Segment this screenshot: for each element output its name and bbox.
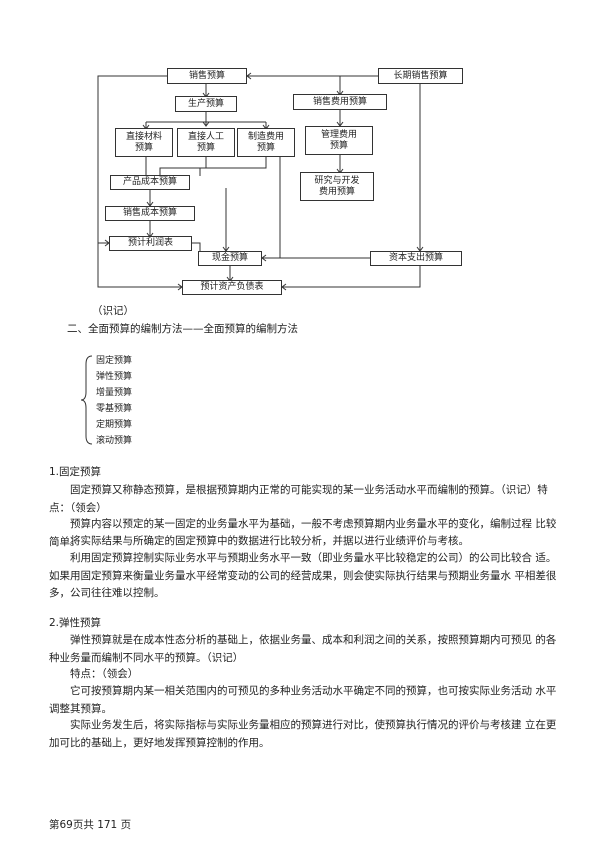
method-incremental-budget: 增量预算 [96, 388, 133, 398]
flexible-budget-paragraph-2: 特点：（领会） [70, 668, 139, 680]
fixed-budget-paragraph-3: 将实际结果与所确定的固定预算中的数据进行比较分析，并据以进行业绩评价与考核。 [70, 535, 469, 547]
box-capital-expenditure-budget: 资本支出预算 [370, 251, 462, 266]
box-direct-material-budget: 直接材料预算 [115, 128, 173, 157]
method-fixed-budget: 固定预算 [96, 356, 133, 366]
flow-connectors [97, 72, 424, 291]
box-admin-expense-budget: 管理费用预算 [305, 126, 373, 155]
box-product-cost-budget: 产品成本预算 [110, 175, 190, 190]
fixed-budget-paragraph-4: 利用固定预算控制实际业务水平与预期业务水平一致（即业务量水平比较稳定的公司）的公… [49, 552, 557, 599]
flexible-budget-heading: 2.弹性预算 [49, 617, 102, 629]
diagram-note: （识记） [92, 305, 134, 317]
box-cost-of-sales-budget: 销售成本预算 [105, 206, 195, 221]
method-periodic-budget: 定期预算 [96, 420, 133, 430]
page-footer: 第69页共 171 页 [49, 819, 132, 831]
flexible-budget-paragraph-1: 弹性预算就是在成本性态分析的基础上，依据业务量、成本和利润之间的关系，按照预算期… [49, 634, 557, 664]
method-zero-based-budget: 零基预算 [96, 404, 133, 414]
brace-icon [80, 355, 93, 445]
box-production-budget: 生产预算 [175, 96, 237, 112]
box-rd-expense-budget: 研究与开发费用预算 [300, 172, 374, 201]
fixed-budget-heading: 1.固定预算 [49, 466, 102, 478]
box-long-term-sales-budget: 长期销售预算 [378, 68, 463, 84]
method-flexible-budget: 弹性预算 [96, 372, 133, 382]
box-sales-budget: 销售预算 [167, 68, 247, 84]
box-selling-expense-budget: 销售费用预算 [293, 94, 387, 110]
fixed-budget-paragraph-2: 预算内容以预定的某一固定的业务量水平为基础，一般不考虑预算期内业务量水平的变化，… [49, 518, 557, 548]
box-cash-budget: 现金预算 [198, 251, 262, 266]
flexible-budget-paragraph-4: 实际业务发生后，将实际指标与实际业务量相应的预算进行对比，使预算执行情况的评价与… [49, 719, 557, 749]
box-direct-labor-budget: 直接人工预算 [177, 128, 235, 157]
box-manufacturing-overhead-budget: 制造费用预算 [237, 128, 295, 157]
box-projected-income-statement: 预计利润表 [109, 236, 192, 251]
flexible-budget-paragraph-3: 它可按预算期内某一相关范围内的可预见的多种业务活动水平确定不同的预算，也可按实际… [49, 685, 557, 715]
fixed-budget-paragraph-1: 固定预算又称静态预算，是根据预算期内正常的可能实现的某一业务活动水平而编制的预算… [49, 484, 548, 514]
box-projected-balance-sheet: 预计资产负债表 [182, 280, 282, 295]
section-title: 二、全面预算的编制方法——全面预算的编制方法 [67, 323, 298, 335]
method-rolling-budget: 滚动预算 [96, 436, 133, 446]
